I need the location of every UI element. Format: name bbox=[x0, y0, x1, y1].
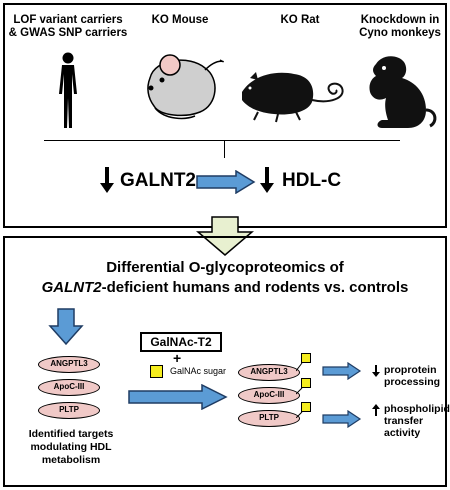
organism-label-monkey: Knockdown in Cyno monkeys bbox=[359, 14, 441, 39]
sugar-legend-square bbox=[150, 365, 163, 378]
title-line-2-rest: -deficient humans and rodents vs. contro… bbox=[101, 279, 409, 296]
bottom-panel bbox=[3, 236, 447, 487]
rat-icon bbox=[242, 72, 344, 123]
small-down-arrow-icon bbox=[372, 365, 380, 377]
glycosylated-pill-apoc3: ApoC-III bbox=[238, 387, 300, 404]
title-line-1: Differential O-glycoproteomics of bbox=[106, 259, 344, 276]
blue-right-arrow-icon bbox=[128, 384, 228, 410]
effect-1-label: proprotein processing bbox=[384, 364, 441, 388]
sugar-legend-label: GalNAc sugar bbox=[170, 366, 227, 376]
glycosylated-pill-angptl3: ANGPTL3 bbox=[238, 364, 300, 381]
down-arrow-icon bbox=[260, 167, 274, 193]
human-icon bbox=[59, 52, 77, 128]
glycosylated-pill-pltp: PLTP bbox=[238, 410, 300, 427]
title-gene: GALNT2 bbox=[41, 279, 102, 296]
targets-caption: Identified targets modulating HDL metabo… bbox=[28, 428, 114, 466]
organism-label-rat: KO Rat bbox=[280, 14, 320, 26]
title-line-2: GALNT2-deficient humans and rodents vs. … bbox=[10, 278, 440, 298]
target-pill-angptl3: ANGPTL3 bbox=[38, 356, 100, 373]
blue-right-arrow-icon bbox=[322, 410, 362, 428]
blue-down-arrow-icon bbox=[48, 308, 84, 346]
enzyme-box: GalNAc-T2 bbox=[140, 332, 222, 352]
target-pill-apoc3: ApoC-III bbox=[38, 379, 100, 396]
sugar-square bbox=[301, 378, 311, 388]
monkey-icon bbox=[369, 56, 437, 128]
blue-right-arrow-icon bbox=[322, 362, 362, 380]
bracket-horizontal-line bbox=[44, 140, 400, 141]
phenotype-label: HDL-C bbox=[282, 170, 342, 191]
plus-sign: + bbox=[173, 350, 182, 366]
organism-label-mouse: KO Mouse bbox=[151, 14, 209, 26]
sugar-square bbox=[301, 353, 311, 363]
down-arrow-icon bbox=[100, 167, 114, 193]
effect-2-label: phospholipid transfer activity bbox=[384, 403, 450, 439]
bottom-title: Differential O-glycoproteomics of GALNT2… bbox=[10, 258, 440, 298]
gene-label: GALNT2 bbox=[120, 170, 196, 191]
bracket-vertical-line bbox=[224, 140, 225, 158]
sugar-links bbox=[296, 362, 303, 418]
right-arrow-icon bbox=[196, 170, 256, 194]
mouse-icon bbox=[147, 54, 224, 120]
sugar-square bbox=[301, 402, 311, 412]
organism-label-human: LOF variant carriers & GWAS SNP carriers bbox=[8, 14, 128, 39]
small-up-arrow-icon bbox=[372, 404, 380, 416]
target-pill-pltp: PLTP bbox=[38, 402, 100, 419]
